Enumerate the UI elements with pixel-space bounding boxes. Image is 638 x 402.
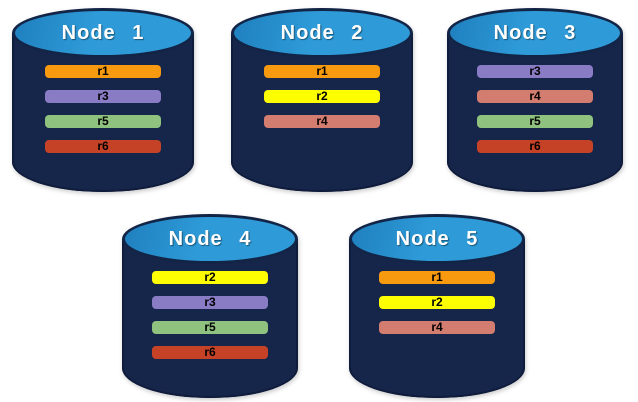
replica-bar-r2: r2 (152, 271, 268, 284)
replica-bar-r5: r5 (152, 321, 268, 334)
replica-bar-r4: r4 (264, 115, 380, 128)
node-4-cylinder: Node 4 r2 r3 r5 r6 (122, 214, 298, 398)
cylinder-top-ellipse: Node 3 (447, 8, 623, 58)
cylinder-top-ellipse: Node 2 (231, 8, 413, 58)
node-title: Node 3 (493, 21, 577, 44)
replica-bar-r6: r6 (45, 140, 161, 153)
replica-bar-r1: r1 (264, 65, 380, 78)
replica-bar-r4: r4 (379, 321, 495, 334)
node-title: Node 5 (395, 227, 479, 250)
replica-bar-r5: r5 (477, 115, 593, 128)
replica-bar-r3: r3 (152, 296, 268, 309)
node-title: Node 4 (168, 227, 252, 250)
cylinder-body (231, 33, 413, 192)
replica-bar-r2: r2 (379, 296, 495, 309)
replica-bar-r3: r3 (45, 90, 161, 103)
node-2-cylinder: Node 2 r1 r2 r4 (231, 8, 413, 192)
replica-bar-r1: r1 (379, 271, 495, 284)
replica-bars: r1 r2 r4 (264, 65, 380, 128)
cylinder-body (122, 239, 298, 398)
replica-bar-r4: r4 (477, 90, 593, 103)
replica-bars: r1 r3 r5 r6 (45, 65, 161, 153)
cylinder-top-ellipse: Node 5 (349, 214, 525, 264)
cylinder-body (447, 33, 623, 192)
replica-bar-r5: r5 (45, 115, 161, 128)
replica-bar-r3: r3 (477, 65, 593, 78)
node-1-cylinder: Node 1 r1 r3 r5 r6 (12, 8, 194, 192)
replica-bars: r1 r2 r4 (379, 271, 495, 334)
replica-bars: r2 r3 r5 r6 (152, 271, 268, 359)
node-title: Node 2 (280, 21, 364, 44)
replica-bar-r2: r2 (264, 90, 380, 103)
replica-bars: r3 r4 r5 r6 (477, 65, 593, 153)
replica-bar-r1: r1 (45, 65, 161, 78)
replica-bar-r6: r6 (477, 140, 593, 153)
node-5-cylinder: Node 5 r1 r2 r4 (349, 214, 525, 398)
cylinder-body (12, 33, 194, 192)
node-title: Node 1 (61, 21, 145, 44)
cylinder-top-ellipse: Node 4 (122, 214, 298, 264)
replica-bar-r6: r6 (152, 346, 268, 359)
cylinder-body (349, 239, 525, 398)
cylinder-top-ellipse: Node 1 (12, 8, 194, 58)
node-3-cylinder: Node 3 r3 r4 r5 r6 (447, 8, 623, 192)
